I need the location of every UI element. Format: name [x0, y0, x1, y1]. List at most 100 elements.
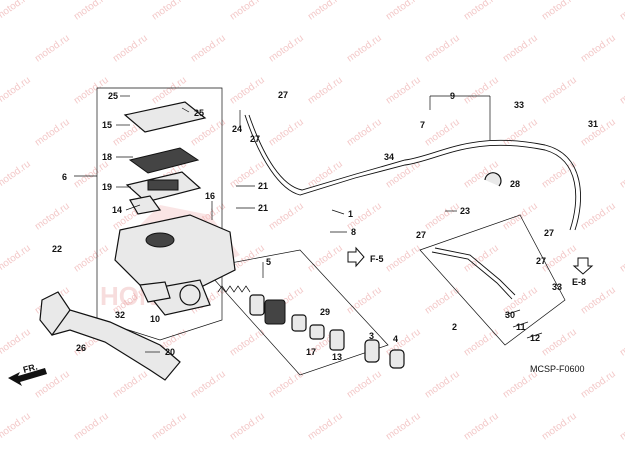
callout-34: 34 [384, 152, 394, 162]
callout-32: 32 [115, 310, 125, 320]
callout-27d: 27 [544, 228, 554, 238]
master-cylinder-body [114, 214, 236, 316]
callout-31: 31 [588, 119, 598, 129]
watermark-text: motod.ru [228, 0, 267, 22]
watermark-text: motod.ru [150, 0, 189, 22]
callout-21a: 21 [258, 181, 268, 191]
watermark-text: motod.ru [540, 0, 579, 22]
watermark-text: motod.ru [345, 117, 384, 149]
watermark-text: motod.ru [618, 159, 625, 191]
watermark-text: motod.ru [618, 411, 625, 443]
callout-16: 16 [205, 191, 215, 201]
watermark-text: motod.ru [33, 201, 72, 233]
watermark-text: motod.ru [579, 201, 618, 233]
watermark-text: motod.ru [267, 117, 306, 149]
watermark-text: motod.ru [540, 75, 579, 107]
watermark-text: motod.ru [72, 243, 111, 275]
ref-e8-label: E-8 [572, 277, 586, 287]
watermark-text: motod.ru [267, 33, 306, 65]
callout-20: 20 [165, 347, 175, 357]
callout-2: 2 [452, 322, 457, 332]
callout-7: 7 [420, 120, 425, 130]
callout-33b: 33 [552, 282, 562, 292]
clutch-hose [244, 114, 581, 231]
watermark-text: motod.ru [150, 411, 189, 443]
diagram-code: MCSP-F0600 [530, 364, 585, 374]
callout-1: 1 [348, 209, 353, 219]
callout-3: 3 [369, 331, 374, 341]
watermark-text: motod.ru [267, 369, 306, 401]
watermark-text: motod.ru [384, 159, 423, 191]
watermark-text: motod.ru [384, 75, 423, 107]
hose-clamp [484, 172, 502, 187]
watermark-text: motod.ru [306, 0, 345, 22]
watermark-text: motod.ru [618, 75, 625, 107]
leader-lines [116, 95, 543, 353]
reservoir-group-box [96, 87, 223, 341]
watermark-text: motod.ru [33, 33, 72, 65]
watermark-text: motod.ru [384, 243, 423, 275]
hose-assembly-box [419, 214, 566, 346]
watermark-text: motod.ru [579, 369, 618, 401]
callout-18: 18 [102, 152, 112, 162]
watermark-text: motod.ru [72, 75, 111, 107]
watermark-text: motod.ru [423, 33, 462, 65]
watermark-text: motod.ru [345, 285, 384, 317]
callout-27e: 27 [536, 256, 546, 266]
callout-19: 19 [102, 182, 112, 192]
watermark-text: motod.ru [384, 0, 423, 22]
callout-13: 13 [332, 352, 342, 362]
watermark-text: motod.ru [306, 159, 345, 191]
watermark-text: motod.ru [345, 369, 384, 401]
watermark-text: motod.ru [33, 117, 72, 149]
callout-27b: 27 [250, 134, 260, 144]
watermark-text: motod.ru [189, 33, 228, 65]
fr-direction-arrow: FR. [8, 362, 47, 386]
watermark-text: motod.ru [618, 243, 625, 275]
watermark-text: motod.ru [462, 75, 501, 107]
watermark-text: motod.ru [501, 201, 540, 233]
piston-kit-parts [217, 285, 405, 369]
watermark-text: motod.ru [345, 33, 384, 65]
watermark-text: motod.ru [150, 75, 189, 107]
callout-17: 17 [306, 347, 316, 357]
callout-21b: 21 [258, 203, 268, 213]
watermark-text: motod.ru [540, 159, 579, 191]
callout-4: 4 [393, 334, 398, 344]
watermark-text: motod.ru [0, 0, 33, 22]
watermark-text: motod.ru [228, 75, 267, 107]
watermark-text: motod.ru [423, 201, 462, 233]
watermark-text: motod.ru [618, 0, 625, 22]
watermark-text: motod.ru [462, 327, 501, 359]
ref-arrow-e8: E-8 [572, 257, 594, 287]
watermark-text: motod.ru [384, 411, 423, 443]
watermark-text: motod.ru [579, 33, 618, 65]
watermark-text: motod.ru [579, 117, 618, 149]
watermark-text: motod.ru [111, 369, 150, 401]
callout-25b: 25 [194, 108, 204, 118]
fr-direction-label: FR. [22, 362, 39, 375]
callout-15: 15 [102, 120, 112, 130]
watermark-text: motod.ru [228, 411, 267, 443]
watermark-text: motod.ru [423, 117, 462, 149]
watermark-text: motod.ru [0, 411, 33, 443]
watermark-text: motod.ru [501, 117, 540, 149]
watermark-text: motod.ru [0, 159, 33, 191]
callout-27c: 27 [416, 230, 426, 240]
watermark-text: motod.ru [111, 33, 150, 65]
callout-33a: 33 [514, 100, 524, 110]
watermark-text: motod.ru [0, 327, 33, 359]
watermark-text: motod.ru [462, 411, 501, 443]
callout-26: 26 [76, 343, 86, 353]
watermark-text: motod.ru [579, 285, 618, 317]
clutch-lever [39, 291, 181, 381]
watermark-text: motod.ru [423, 369, 462, 401]
watermark-text: motod.ru [72, 411, 111, 443]
callout-14: 14 [112, 205, 122, 215]
watermark-text: motod.ru [267, 201, 306, 233]
ref-arrow-f5: F-5 [347, 246, 384, 268]
callout-27a: 27 [278, 90, 288, 100]
